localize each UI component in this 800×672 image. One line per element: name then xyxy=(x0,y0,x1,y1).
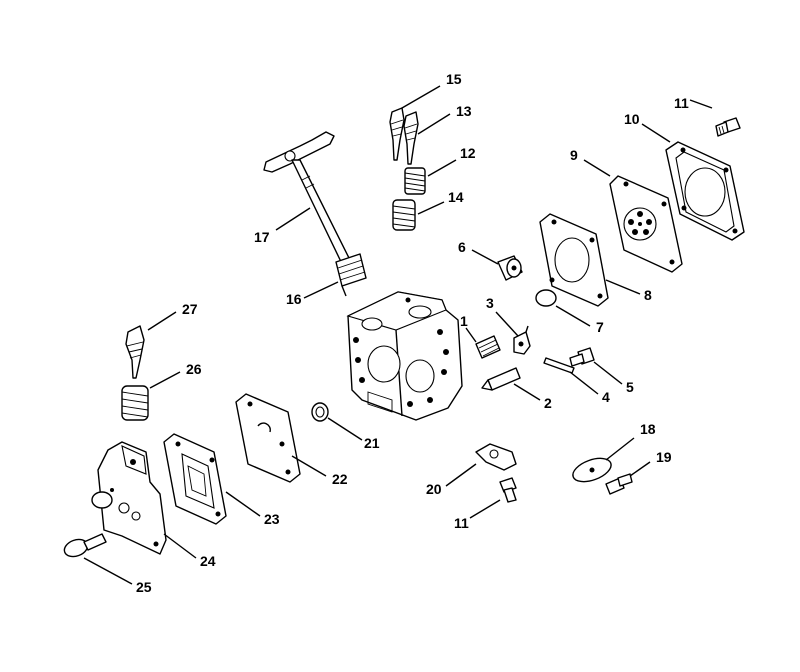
part-21-plug xyxy=(311,402,329,422)
part-label-13: 13 xyxy=(456,103,472,119)
part-1-spring xyxy=(475,335,501,359)
part-label-17: 17 xyxy=(254,229,270,245)
part-26-spring xyxy=(121,385,149,421)
part-label-22: 22 xyxy=(332,471,348,487)
part-label-8: 8 xyxy=(644,287,652,303)
part-label-4: 4 xyxy=(602,389,610,405)
part-label-11-bottom: 11 xyxy=(454,515,469,531)
leader-lines xyxy=(83,85,713,585)
part-label-11-top: 11 xyxy=(674,95,689,111)
part-labels: 15 13 12 14 11 10 9 17 6 8 16 27 3 1 7 2… xyxy=(136,71,689,595)
part-label-25: 25 xyxy=(136,579,152,595)
part-label-6: 6 xyxy=(458,239,466,255)
part-label-18: 18 xyxy=(640,421,656,437)
part-7-disc xyxy=(535,289,557,307)
part-24-pump-cover xyxy=(91,441,167,555)
part-11-screw-top xyxy=(715,117,741,137)
part-2-needle xyxy=(481,367,521,391)
part-label-2: 2 xyxy=(544,395,552,411)
part-label-23: 23 xyxy=(264,511,280,527)
part-label-14: 14 xyxy=(448,189,464,205)
part-3-lever xyxy=(513,325,531,355)
part-11-screw-bottom xyxy=(499,477,517,503)
part-label-9: 9 xyxy=(570,147,578,163)
part-14-spring xyxy=(392,199,416,231)
part-25-screw xyxy=(63,533,107,558)
part-19-screw xyxy=(605,473,633,495)
part-label-1: 1 xyxy=(460,313,468,329)
part-17-throttle-shaft xyxy=(263,131,353,269)
part-13-adjusting-screw xyxy=(403,111,419,165)
part-label-3: 3 xyxy=(486,295,494,311)
part-15-adjusting-screw xyxy=(389,107,405,161)
part-12-spring xyxy=(404,167,426,195)
carburetor-body xyxy=(346,291,463,421)
part-label-15: 15 xyxy=(446,71,462,87)
part-27-screw xyxy=(125,325,145,379)
part-16-spring xyxy=(335,253,367,297)
part-label-21: 21 xyxy=(364,435,380,451)
part-label-7: 7 xyxy=(596,319,604,335)
part-6-valve xyxy=(497,255,523,281)
part-9-diaphragm xyxy=(609,175,683,273)
part-label-5: 5 xyxy=(626,379,634,395)
part-label-27: 27 xyxy=(182,301,198,317)
part-10-cover xyxy=(665,141,745,241)
part-label-19: 19 xyxy=(656,449,672,465)
part-label-20: 20 xyxy=(426,481,442,497)
part-23-gasket xyxy=(163,433,227,525)
part-label-16: 16 xyxy=(286,291,302,307)
part-22-diaphragm xyxy=(235,393,301,483)
part-label-10: 10 xyxy=(624,111,640,127)
part-label-26: 26 xyxy=(186,361,202,377)
part-18-washer xyxy=(572,457,612,483)
part-8-gasket xyxy=(539,213,609,307)
part-5-screw xyxy=(569,347,595,367)
part-4-pin xyxy=(543,357,575,374)
part-label-24: 24 xyxy=(200,553,216,569)
part-20-bracket xyxy=(475,443,517,471)
part-label-12: 12 xyxy=(460,145,476,161)
